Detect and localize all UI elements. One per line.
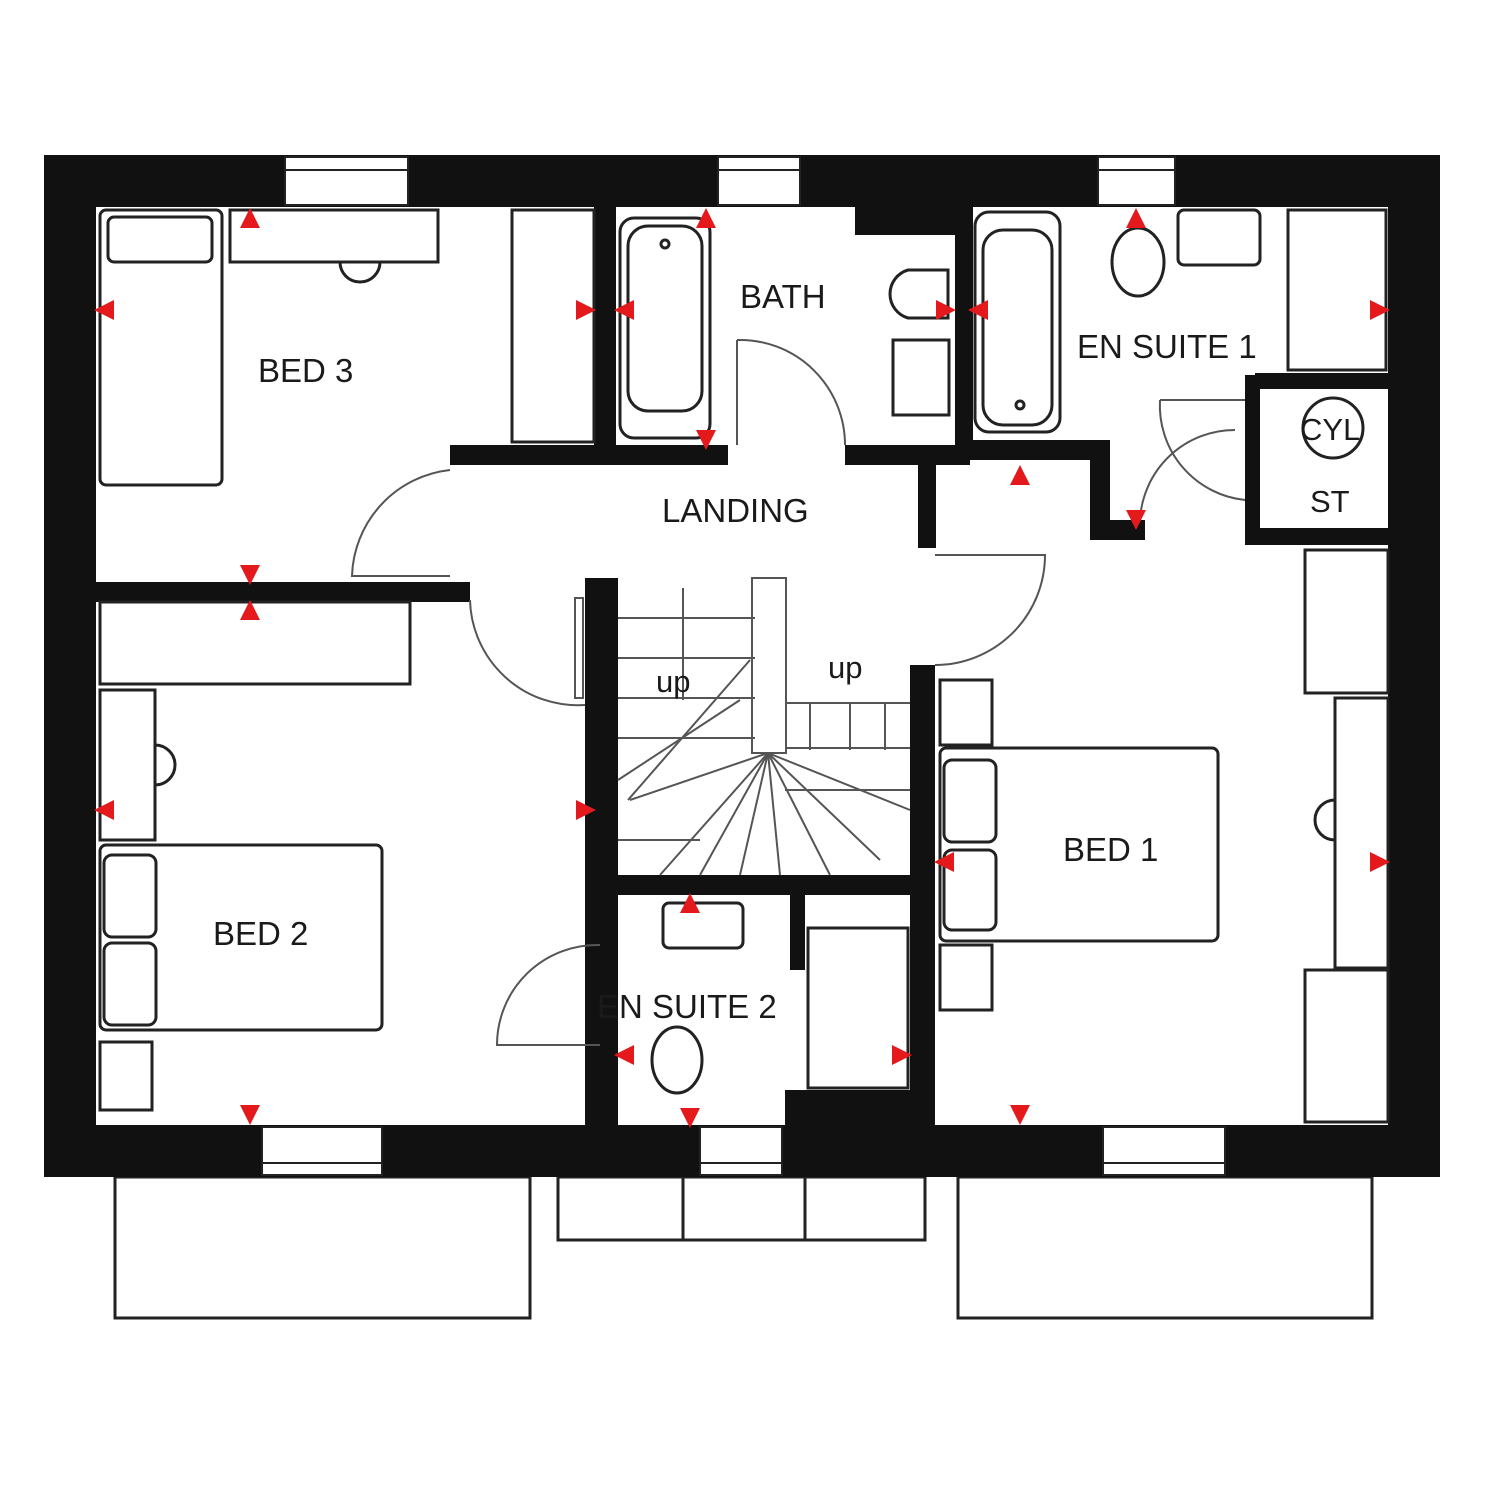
socket-marker-icon [614,300,634,320]
socket-marker-icon [934,852,954,872]
socket-marker-icon [680,1108,700,1128]
socket-marker-icon [1370,852,1390,872]
label-store: ST [1310,484,1350,519]
socket-markers [94,208,1390,1128]
doors[interactable] [350,338,1246,1046]
label-stairs-up-left: up [656,664,690,699]
label-bed3: BED 3 [258,352,353,389]
socket-marker-icon [1370,300,1390,320]
furniture [98,208,1390,1124]
socket-marker-icon [240,600,260,620]
label-bed1: BED 1 [1063,831,1158,868]
interior-walls [96,207,1388,1177]
label-ensuite1: EN SUITE 1 [1077,328,1257,365]
socket-marker-icon [892,1045,912,1065]
socket-marker-icon [936,300,956,320]
socket-marker-icon [1126,208,1146,228]
socket-marker-icon [240,565,260,585]
socket-marker-icon [968,300,988,320]
socket-marker-icon [240,208,260,228]
socket-marker-icon [576,800,596,820]
socket-marker-icon [696,208,716,228]
socket-marker-icon [576,300,596,320]
windows [261,156,1226,1176]
label-bed2: BED 2 [213,915,308,952]
socket-marker-icon [1126,510,1146,530]
bay-projections [113,1175,1374,1320]
socket-marker-icon [94,800,114,820]
label-cylinder: CYL [1300,412,1360,447]
socket-marker-icon [94,300,114,320]
staircase [617,577,911,876]
socket-marker-icon [696,430,716,450]
socket-marker-icon [1010,465,1030,485]
socket-marker-icon [240,1105,260,1125]
label-bath: BATH [740,278,826,315]
label-ensuite2: EN SUITE 2 [597,988,777,1025]
socket-marker-icon [1010,1105,1030,1125]
label-stairs-up-right: up [828,650,862,685]
room-labels: BED 3 BATH EN SUITE 1 CYL ST LANDING up … [213,278,1360,1025]
label-landing: LANDING [662,492,809,529]
socket-marker-icon [680,893,700,913]
socket-marker-icon [614,1045,634,1065]
